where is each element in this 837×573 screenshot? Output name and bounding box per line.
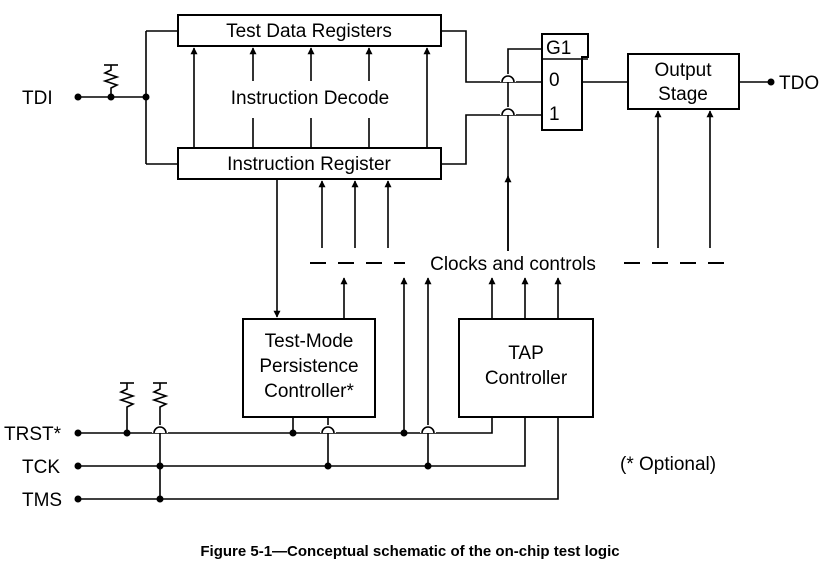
mux-select-label: G1 — [546, 38, 571, 59]
tap-controller-box — [458, 318, 594, 418]
tck-pin-label: TCK — [22, 457, 60, 478]
test-mode-persistence-controller-box — [242, 318, 376, 418]
tap-controller-label-2: Controller — [485, 368, 568, 389]
output-stage-box — [627, 53, 740, 110]
tdo-pin — [767, 78, 775, 86]
trst-pin-label: TRST* — [4, 424, 62, 445]
optional-note: (* Optional) — [620, 454, 716, 475]
tap-controller-label-1: TAP — [508, 343, 544, 364]
multiplexer-box — [541, 33, 589, 131]
mux-input-0-label: 0 — [549, 70, 560, 91]
instruction-register-label: Instruction Register — [227, 154, 391, 175]
tmp-controller-label-3: Controller* — [264, 381, 354, 402]
output-stage-label-2: Stage — [658, 84, 708, 105]
instruction-register-box — [177, 147, 442, 180]
mux-input-1-label: 1 — [549, 104, 560, 125]
tdi-pin-label: TDI — [22, 88, 53, 109]
instruction-decode-label: Instruction Decode — [231, 88, 389, 109]
tms-pin-label: TMS — [22, 490, 62, 511]
figure-caption: Figure 5-1—Conceptual schematic of the o… — [200, 543, 619, 560]
tms-pullup-resistor-icon — [151, 382, 169, 499]
tmp-controller-label-2: Persistence — [259, 356, 358, 377]
tmp-controller-label-1: Test-Mode — [265, 331, 354, 352]
trst-pullup-resistor-icon — [118, 382, 136, 433]
clocks-and-controls-label: Clocks and controls — [430, 254, 596, 275]
output-stage-label-1: Output — [654, 60, 712, 81]
tdo-pin-label: TDO — [779, 73, 819, 94]
test-data-registers-label: Test Data Registers — [226, 21, 392, 42]
tdi-pullup-resistor-icon — [102, 64, 120, 97]
